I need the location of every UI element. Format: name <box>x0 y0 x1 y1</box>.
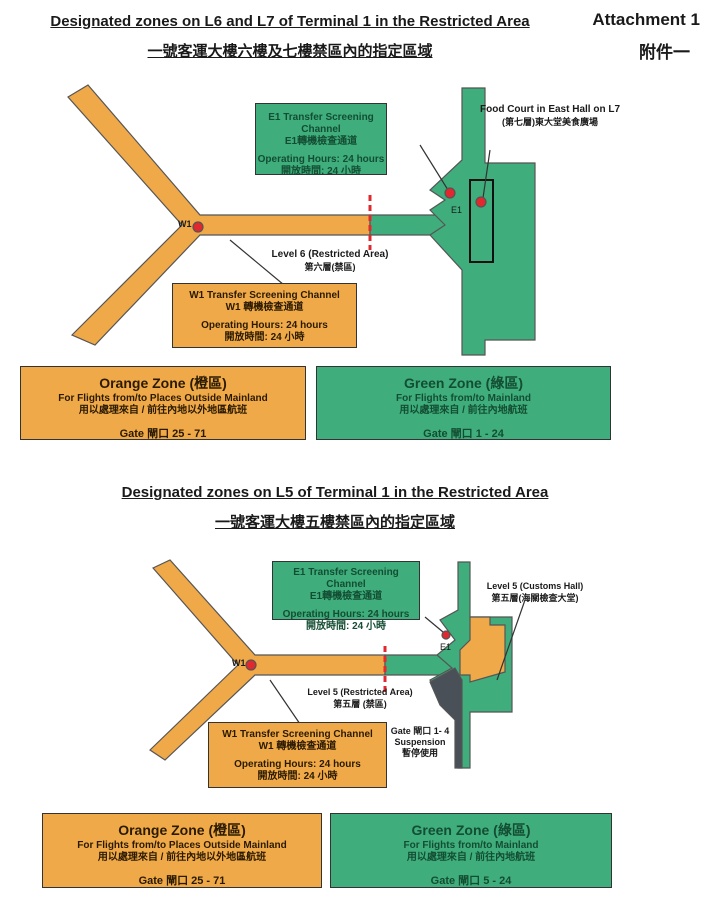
suspension-zh: 暫停使用 <box>401 748 438 758</box>
zone-desc: For Flights from/to Places Outside Mainl… <box>58 393 268 404</box>
food-court-marker <box>475 196 487 208</box>
e1-hours: Operating Hours: 24 hours <box>282 609 410 620</box>
top-west-concourse <box>67 84 371 346</box>
w1-hours: Operating Hours: 24 hours <box>201 320 328 331</box>
w1-title: W1 Transfer Screening Channel <box>222 729 373 740</box>
w1-label: W1 <box>178 219 192 229</box>
food-court-area <box>469 179 494 263</box>
bottom-title-zh: 一號客運大樓五樓禁區內的指定區域 <box>214 514 455 531</box>
zone-desc-zh: 用以處理來自 / 前往內地航班 <box>406 852 536 863</box>
top-title-zh: 一號客運大樓六樓及七樓禁區內的指定區域 <box>147 43 433 60</box>
w1-title-zh: W1 轉機檢查通道 <box>258 741 337 752</box>
w1-marker <box>192 221 204 233</box>
e1-info-box: E1 Transfer Screening Channel E1轉機檢查通道 O… <box>255 103 387 177</box>
green-zone-l6: Green Zone (綠區) For Flights from/to Main… <box>316 366 611 440</box>
level6-zh: 第六層(禁區) <box>304 262 356 272</box>
e1-hours-zh: 開放時間: 24 小時 <box>305 621 386 632</box>
zone-title: Green Zone (綠區) <box>403 375 523 391</box>
customs-en: Level 5 (Customs Hall) <box>486 581 584 591</box>
w1-hours-zh: 開放時間: 24 小時 <box>224 332 305 343</box>
e1-info-box-l5: E1 Transfer Screening Channel E1轉機檢查通道 O… <box>272 561 420 632</box>
top-east-hall <box>429 87 536 356</box>
e1-label-l5: E1 <box>440 642 452 652</box>
orange-zone-l6: Orange Zone (橙區) For Flights from/to Pla… <box>20 366 306 440</box>
e1-title: E1 Transfer Screening Channel <box>268 112 374 135</box>
attachment-label: Attachment 1 <box>592 10 700 29</box>
attachment-label-zh: 附件一 <box>639 43 690 62</box>
customs-hall <box>459 616 506 683</box>
zone-title: Green Zone (綠區) <box>411 822 531 838</box>
w1-info-box-l5: W1 Transfer Screening Channel W1 轉機檢查通道 … <box>208 722 387 788</box>
bottom-title-en: Designated zones on L5 of Terminal 1 in … <box>121 484 549 501</box>
e1-label: E1 <box>451 205 463 215</box>
e1-title-zh: E1轉機檢查通道 <box>309 591 383 602</box>
zone-desc-zh: 用以處理來自 / 前往內地以外地區航班 <box>97 852 267 863</box>
zone-desc: For Flights from/to Places Outside Mainl… <box>77 840 287 851</box>
zone-gates: Gate 閘口 25 - 71 <box>138 875 226 887</box>
e1-title: E1 Transfer Screening Channel <box>293 567 399 590</box>
e1-marker-l5 <box>441 630 451 640</box>
suspension-gate: Gate 閘口 1- 4 <box>390 726 450 736</box>
customs-zh: 第五層(海關檢查大堂) <box>491 593 579 603</box>
e1-marker <box>444 187 456 199</box>
w1-title-zh: W1 轉機檢查通道 <box>225 302 304 313</box>
level5-en: Level 5 (Restricted Area) <box>307 687 413 697</box>
orange-zone-l5: Orange Zone (橙區) For Flights from/to Pla… <box>42 813 322 888</box>
zone-title: Orange Zone (橙區) <box>118 822 246 838</box>
suspension-en: Suspension <box>394 737 446 747</box>
zone-gates: Gate 閘口 1 - 24 <box>423 428 504 440</box>
customs-label: Level 5 (Customs Hall) 第五層(海關檢查大堂) <box>485 580 585 604</box>
zone-title: Orange Zone (橙區) <box>99 375 227 391</box>
w1-marker-l5 <box>245 659 257 671</box>
food-court-zh: (第七層)東大堂美食廣場 <box>502 117 598 127</box>
w1-hours-zh: 開放時間: 24 小時 <box>257 771 338 782</box>
e1-hours-zh: 開放時間: 24 小時 <box>280 166 361 177</box>
e1-title-zh: E1轉機檢查通道 <box>284 136 358 147</box>
zone-desc-zh: 用以處理來自 / 前往內地航班 <box>399 405 528 416</box>
e1-hours: Operating Hours: 24 hours <box>257 154 385 165</box>
w1-hours: Operating Hours: 24 hours <box>234 759 361 770</box>
w1-label-l5: W1 <box>232 658 246 668</box>
zone-desc: For Flights from/to Mainland <box>396 393 531 404</box>
level6-en: Level 6 (Restricted Area) <box>271 249 389 260</box>
w1-info-box: W1 Transfer Screening Channel W1 轉機檢查通道 … <box>172 283 357 348</box>
level6-label: Level 6 (Restricted Area) 第六層(禁區) <box>265 249 395 273</box>
level5-label: Level 5 (Restricted Area) 第五層 (禁區) <box>300 686 420 710</box>
top-title-en: Designated zones on L6 and L7 of Termina… <box>50 13 530 30</box>
w1-title: W1 Transfer Screening Channel <box>189 290 340 301</box>
zone-desc-zh: 用以處理來自 / 前往內地以外地區航班 <box>78 405 248 416</box>
bottom-west-concourse <box>149 559 386 761</box>
level5-zh: 第五層 (禁區) <box>333 699 387 709</box>
green-zone-l5: Green Zone (綠區) For Flights from/to Main… <box>330 813 612 888</box>
zone-desc: For Flights from/to Mainland <box>403 840 539 851</box>
gates-suspended <box>429 667 463 769</box>
food-court-label: Food Court in East Hall on L7 (第七層)東大堂美食廣… <box>470 104 630 128</box>
food-court-en: Food Court in East Hall on L7 <box>480 104 620 115</box>
zone-gates: Gate 閘口 5 - 24 <box>430 875 512 887</box>
zone-gates: Gate 閘口 25 - 71 <box>119 428 207 440</box>
